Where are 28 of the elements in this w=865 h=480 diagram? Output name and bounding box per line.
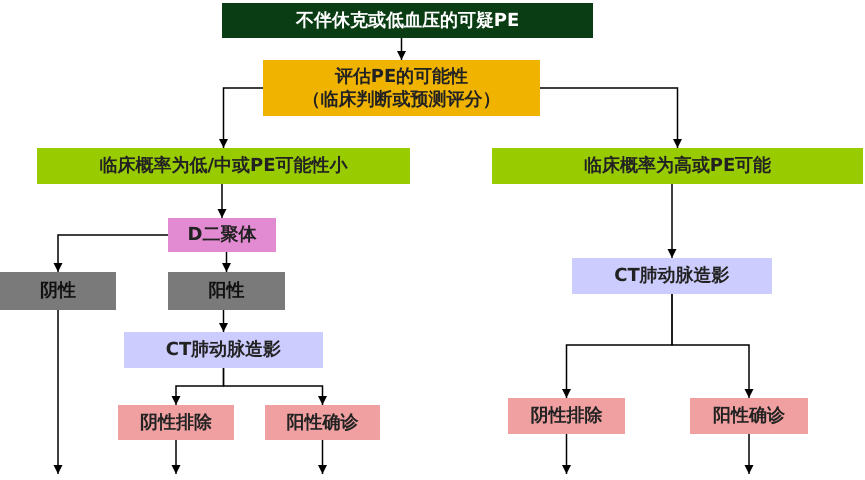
test-box: D二聚体: [168, 218, 276, 252]
arrow: [219, 87, 263, 148]
arrow: [318, 440, 327, 474]
arrow: [222, 368, 327, 405]
arrow: [172, 440, 180, 474]
probability-box: 临床概率为高或PE可能: [492, 148, 863, 184]
outcome-box: 阴性排除: [508, 398, 625, 434]
arrow: [397, 38, 406, 60]
outcome-box: 阳性确诊: [265, 405, 380, 440]
result-box: 阴性: [0, 272, 116, 310]
arrow: [562, 434, 571, 474]
arrow: [54, 234, 168, 272]
outcome-box: 阴性排除: [118, 405, 234, 440]
arrow: [744, 434, 754, 474]
title-box: 不伴休克或低血压的可疑PE: [222, 3, 593, 38]
arrow: [671, 294, 754, 398]
arrow: [218, 184, 226, 218]
arrow: [222, 252, 231, 272]
arrow: [668, 184, 676, 258]
arrow: [219, 310, 228, 332]
outcome-box: 阳性确诊: [690, 398, 808, 434]
arrow: [540, 87, 682, 148]
process-box: 评估PE的可能性 （临床判断或预测评分）: [263, 60, 540, 116]
imaging-box: CT肺动脉造影: [572, 258, 772, 294]
arrow: [54, 310, 62, 474]
imaging-box: CT肺动脉造影: [124, 332, 323, 368]
result-box: 阳性: [168, 272, 285, 310]
probability-box: 临床概率为低/中或PE可能性小: [37, 148, 410, 184]
